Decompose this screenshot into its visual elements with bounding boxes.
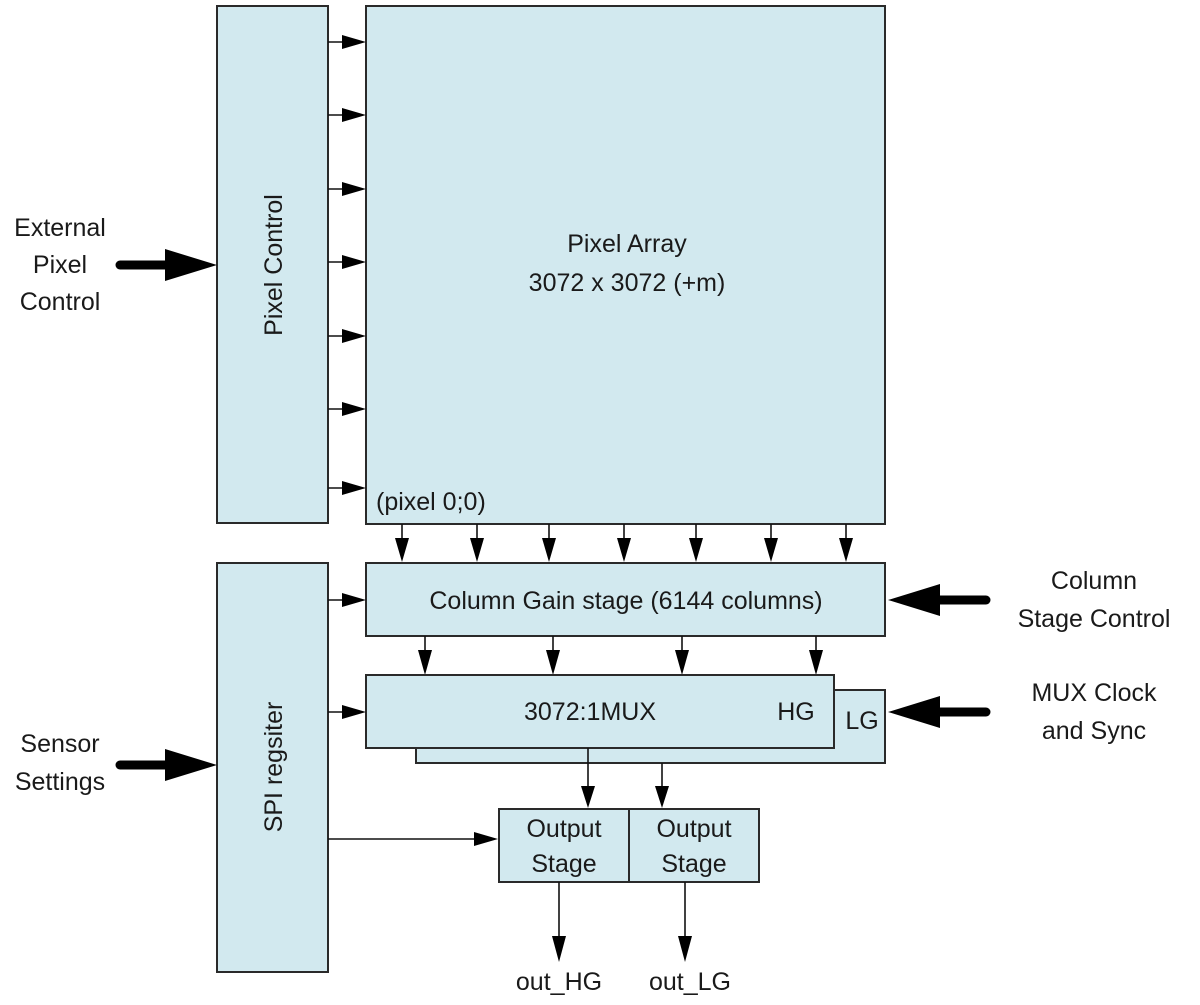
out-lg-arrow: [678, 882, 692, 962]
pixel-control-block: Pixel Control: [216, 5, 329, 524]
mux-clock-sync-input: MUX Clock and Sync: [888, 679, 1157, 745]
spi-register-label: SPI regsiter: [260, 702, 288, 833]
spi-register-block: SPI regsiter: [216, 562, 329, 973]
mux-label: 3072:1MUX: [524, 698, 656, 726]
column-arrow: [542, 524, 556, 562]
pixel-origin-label: (pixel 0;0): [376, 488, 486, 516]
external-pixel-control-line2: Pixel: [33, 251, 87, 279]
output-arrows: out_HG out_LG: [516, 882, 731, 996]
row-arrow: [328, 255, 366, 269]
output-stage-hg-block: Output Stage: [498, 808, 630, 883]
mux-clock-sync-line1: MUX Clock: [1031, 679, 1157, 707]
column-stage-control-line1: Column: [1051, 567, 1137, 595]
mux-arrow: [418, 636, 432, 675]
column-stage-control-input: Column Stage Control: [888, 567, 1170, 633]
mux-hg-label: HG: [777, 698, 815, 726]
sensor-settings-line1: Sensor: [20, 730, 99, 758]
sensor-settings-line2: Settings: [15, 768, 105, 796]
column-arrow: [395, 524, 409, 562]
mux-arrow: [675, 636, 689, 675]
spi-output-arrows: [328, 593, 498, 846]
column-gain-label: Column Gain stage (6144 columns): [429, 587, 822, 615]
pixel-array-title: Pixel Array: [567, 230, 687, 258]
column-arrow: [617, 524, 631, 562]
pixel-array-size: 3072 x 3072 (+m): [529, 269, 726, 297]
mux-input-arrows: [418, 636, 823, 675]
external-pixel-control-input: External Pixel Control: [14, 214, 217, 316]
output-stage-lg-line1: Output: [656, 815, 731, 843]
out-hg-arrow: [552, 882, 566, 962]
pixel-control-label: Pixel Control: [260, 194, 288, 336]
hg-to-output-arrow: [581, 748, 595, 808]
column-stage-control-line2: Stage Control: [1018, 605, 1171, 633]
external-pixel-control-line1: External: [14, 214, 106, 242]
mux-arrow: [809, 636, 823, 675]
row-arrow: [328, 402, 366, 416]
row-arrow: [328, 35, 366, 49]
column-gain-block: Column Gain stage (6144 columns): [365, 562, 886, 637]
out-hg-label: out_HG: [516, 968, 602, 996]
spi-to-column-gain-arrow: [328, 593, 366, 607]
spi-to-mux-arrow: [328, 705, 366, 719]
mux-arrow: [546, 636, 560, 675]
output-stage-hg-line1: Output: [526, 815, 601, 843]
row-arrow: [328, 481, 366, 495]
mux-to-output-arrows: [581, 748, 669, 808]
column-arrow: [470, 524, 484, 562]
mux-hg-block: 3072:1MUX HG: [365, 674, 835, 749]
column-arrow: [689, 524, 703, 562]
row-control-arrows: [328, 35, 366, 495]
column-readout-arrows: [395, 524, 853, 562]
pixel-array-block: Pixel Array 3072 x 3072 (+m) (pixel 0;0): [365, 5, 886, 525]
mux-lg-label: LG: [845, 707, 878, 735]
column-arrow: [839, 524, 853, 562]
external-pixel-control-line3: Control: [20, 288, 101, 316]
output-stage-lg-block: Output Stage: [628, 808, 760, 883]
row-arrow: [328, 108, 366, 122]
row-arrow: [328, 329, 366, 343]
column-arrow: [764, 524, 778, 562]
spi-to-output-arrow: [328, 832, 498, 846]
row-arrow: [328, 182, 366, 196]
sensor-settings-input: Sensor Settings: [15, 730, 217, 796]
mux-clock-sync-line2: and Sync: [1042, 717, 1146, 745]
lg-to-output-arrow: [655, 763, 669, 808]
output-stage-hg-line2: Stage: [531, 850, 596, 878]
output-stage-lg-line2: Stage: [661, 850, 726, 878]
out-lg-label: out_LG: [649, 968, 731, 996]
